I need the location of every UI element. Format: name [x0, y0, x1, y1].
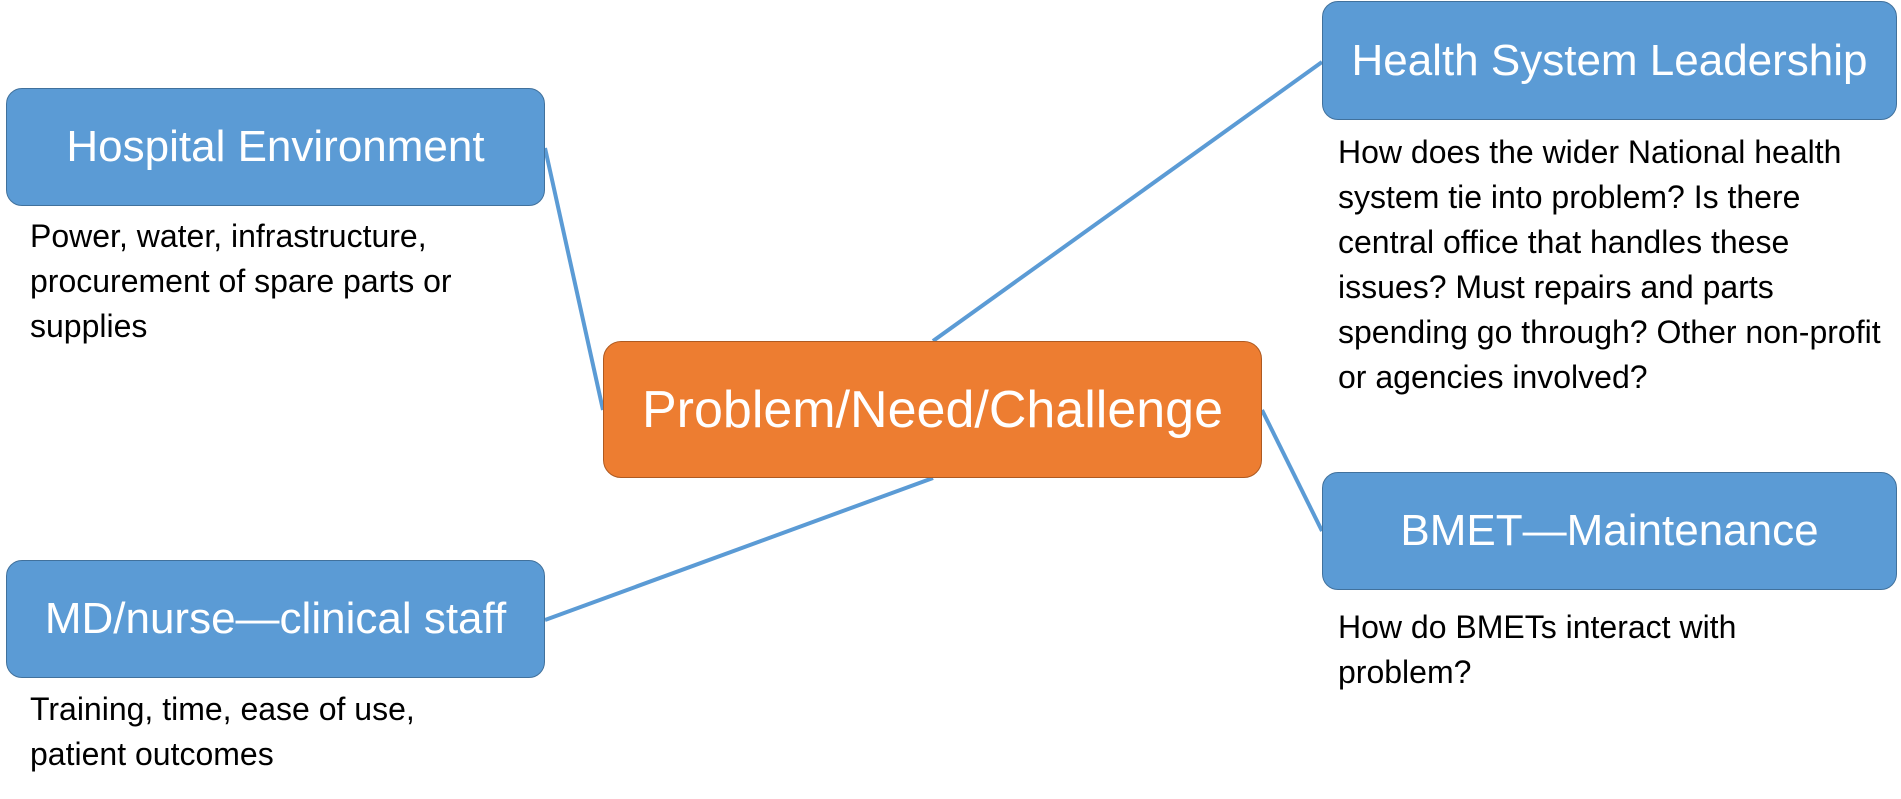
connector-hospital-environment [543, 147, 605, 411]
health-system-leadership-description: How does the wider National health syste… [1338, 134, 1881, 395]
hospital-environment-description: Power, water, infrastructure, procuremen… [30, 218, 452, 344]
hospital-environment-node: Hospital Environment [6, 88, 545, 206]
problem-need-challenge-label: Problem/Need/Challenge [641, 380, 1223, 439]
problem-need-challenge-node: Problem/Need/Challenge [603, 341, 1262, 478]
bmet-maintenance-description: How do BMETs interact with problem? [1338, 609, 1737, 690]
connector-bmet-maintenance [1260, 409, 1324, 532]
bmet-maintenance-label: BMET—Maintenance [1400, 506, 1819, 555]
connector-clinical-staff [544, 476, 934, 622]
health-system-leadership-node: Health System Leadership [1322, 1, 1897, 120]
bmet-maintenance-node: BMET—Maintenance [1322, 472, 1897, 590]
hospital-environment-label: Hospital Environment [66, 122, 485, 171]
connector-health-system-leadership [931, 60, 1324, 343]
clinical-staff-node: MD/nurse—clinical staff [6, 560, 545, 678]
health-system-leadership-label: Health System Leadership [1351, 35, 1868, 85]
clinical-staff-description: Training, time, ease of use, patient out… [30, 691, 415, 772]
clinical-staff-label: MD/nurse—clinical staff [44, 594, 507, 643]
